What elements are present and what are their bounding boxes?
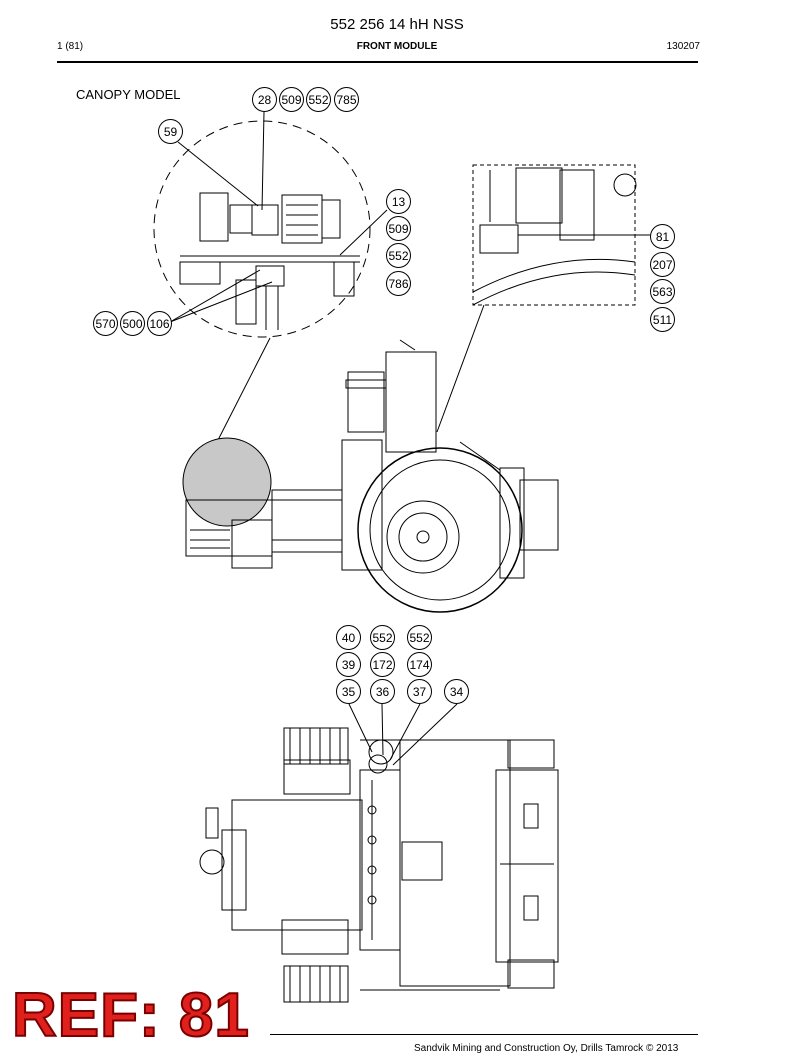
callout-106: 106 bbox=[147, 311, 172, 336]
callout-785: 785 bbox=[334, 87, 359, 112]
callout-552-lower-b: 552 bbox=[407, 625, 432, 650]
revision-date: 130207 bbox=[666, 41, 700, 52]
callout-786: 786 bbox=[386, 271, 411, 296]
page-number: 1 (81) bbox=[57, 41, 84, 52]
callout-37: 37 bbox=[407, 679, 432, 704]
callout-552-lower-a: 552 bbox=[370, 625, 395, 650]
callout-563: 563 bbox=[650, 279, 675, 304]
callout-36: 36 bbox=[370, 679, 395, 704]
side-view-machine bbox=[182, 339, 559, 613]
canopy-model-label: CANOPY MODEL bbox=[76, 87, 181, 102]
callout-40: 40 bbox=[336, 625, 361, 650]
callout-552-center: 552 bbox=[386, 243, 411, 268]
detail-circle bbox=[153, 120, 371, 338]
callout-39: 39 bbox=[336, 652, 361, 677]
top-view-machine bbox=[199, 727, 559, 1003]
footer-rule bbox=[270, 1034, 698, 1035]
inset-detail bbox=[472, 164, 650, 306]
callout-172: 172 bbox=[370, 652, 395, 677]
callout-34: 34 bbox=[444, 679, 469, 704]
document-title: 552 256 14 hH NSS bbox=[330, 16, 464, 33]
callout-509-top: 509 bbox=[279, 87, 304, 112]
callout-511: 511 bbox=[650, 307, 675, 332]
callout-174: 174 bbox=[407, 652, 432, 677]
callout-81: 81 bbox=[650, 224, 675, 249]
callout-35: 35 bbox=[336, 679, 361, 704]
valve-block-detail bbox=[179, 192, 360, 330]
callout-207: 207 bbox=[650, 252, 675, 277]
callout-59: 59 bbox=[158, 119, 183, 144]
callout-552-top: 552 bbox=[306, 87, 331, 112]
callout-509-center: 509 bbox=[386, 216, 411, 241]
callout-28: 28 bbox=[252, 87, 277, 112]
module-title: FRONT MODULE bbox=[356, 41, 438, 52]
callout-570: 570 bbox=[93, 311, 118, 336]
callout-13: 13 bbox=[386, 189, 411, 214]
callout-500: 500 bbox=[120, 311, 145, 336]
footer-copyright: Sandvik Mining and Construction Oy, Dril… bbox=[414, 1043, 679, 1054]
header-rule bbox=[57, 61, 698, 63]
ref-stamp: REF: 81 bbox=[11, 981, 250, 1050]
